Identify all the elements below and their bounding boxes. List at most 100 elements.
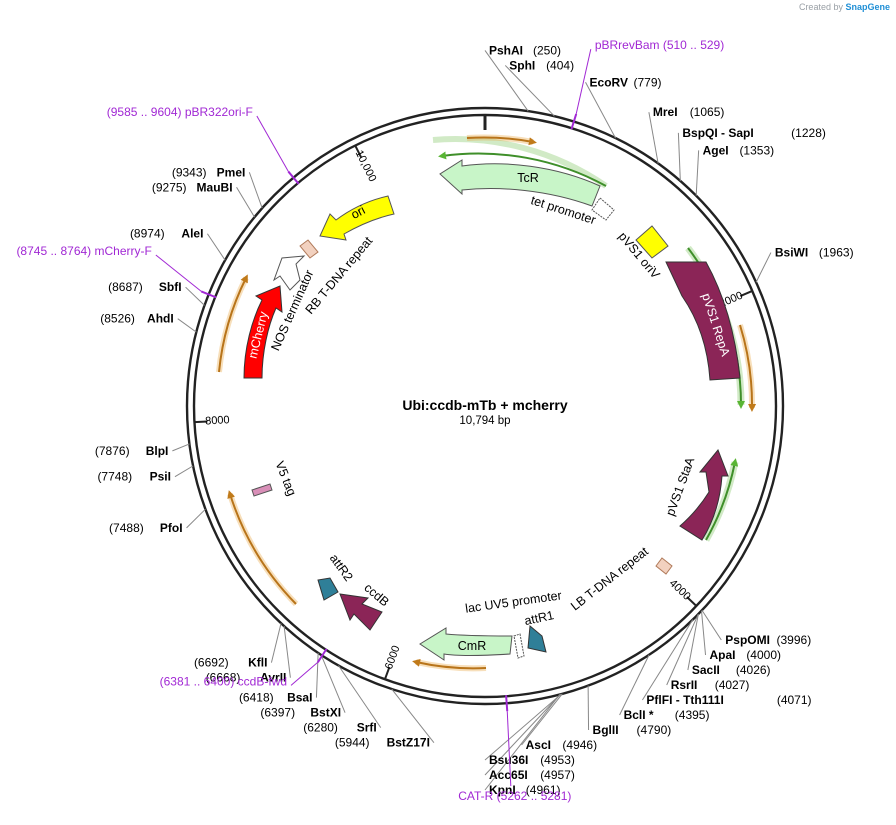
site-name-ahdi[interactable]: AhdI (147, 312, 174, 326)
site-position: (4961) (526, 783, 561, 797)
site-name-bspqi[interactable]: BspQI - SapI (682, 126, 753, 140)
site-name-maubi[interactable]: MauBI (197, 180, 233, 194)
site-position: (4953) (540, 753, 575, 767)
site-line-pspomi (701, 610, 722, 641)
site-name-acc65i[interactable]: Acc65I (489, 768, 528, 782)
site-name-avrii[interactable]: AvrII (260, 671, 286, 685)
site-name-srfi[interactable]: SrfI (357, 721, 377, 735)
primer-line-pbr322ori-f (256, 115, 289, 172)
tcr-feature[interactable] (439, 159, 601, 207)
site-line-sphi (504, 65, 555, 117)
feature-label-cmr: CmR (458, 639, 486, 653)
site-line-kpni (484, 694, 561, 791)
site-line-kfli (270, 623, 282, 663)
primer-mark-mcherry-f (200, 290, 217, 299)
site-line-pmei (248, 172, 263, 209)
left-upper-orange-arc-halo (216, 276, 249, 373)
pvs1-oriv-feature[interactable] (635, 225, 669, 259)
ori-feature[interactable] (319, 195, 395, 241)
site-line-maubi (236, 187, 255, 218)
site-line-ecorv (585, 82, 616, 139)
lac-uv5-promoter-feature[interactable] (513, 633, 525, 659)
primer-label-pbr322ori-f[interactable]: (9585 .. 9604) pBR322ori-F (107, 105, 253, 119)
site-name-sphi[interactable]: SphI (509, 58, 535, 72)
primer-line-pbrrevbam (575, 49, 592, 115)
site-name-alei[interactable]: AleI (181, 227, 203, 241)
site-name-bcli[interactable]: BclI * (624, 708, 654, 722)
rb-t-dna-repeat-feature[interactable] (299, 239, 319, 259)
site-name-pspomi[interactable]: PspOMI (725, 633, 770, 647)
attr1-feature[interactable] (527, 625, 547, 653)
snapgene-brand: SnapGene (845, 2, 890, 12)
site-name-apai[interactable]: ApaI (710, 648, 736, 662)
site-line-blpi (172, 443, 190, 452)
site-name-bstz17i[interactable]: BstZ17I (387, 736, 430, 750)
attr2-feature[interactable] (317, 577, 339, 601)
site-position: (1963) (819, 246, 854, 260)
tick-mark (354, 145, 362, 158)
site-name-pflfi[interactable]: PflFI - Tth111I (646, 693, 723, 707)
site-name-bglii[interactable]: BglII (593, 723, 619, 737)
primer-label-pbrrevbam[interactable]: pBRrevBam (510 .. 529) (595, 38, 724, 52)
site-position: (6418) (239, 691, 274, 705)
nos-terminator-feature[interactable] (273, 255, 306, 291)
site-name-kpni[interactable]: KpnI (489, 783, 516, 797)
mcherry-feature[interactable] (243, 285, 283, 379)
site-position: (5944) (335, 736, 370, 750)
primer-label-ccdb-fwd[interactable]: (6381 .. 6400) ccdB-fwd (160, 674, 287, 688)
feature-label-ccdb: ccdB (361, 581, 391, 610)
tet-promoter-feature[interactable] (591, 197, 615, 221)
site-line-apai (700, 610, 707, 656)
right-orange-arc (739, 324, 757, 412)
site-line-asci (521, 693, 563, 746)
site-position: (6280) (303, 721, 338, 735)
site-name-ecorv[interactable]: EcoRV (590, 75, 628, 89)
feature-label-attr1: attR1 (523, 608, 555, 628)
site-name-pfoi[interactable]: PfoI (160, 521, 183, 535)
v5-tag-feature[interactable] (251, 483, 273, 497)
primer-mark-ccdb-fwd (316, 648, 328, 663)
pvs1-repa-feature[interactable] (665, 261, 741, 381)
primer-group: pBRrevBam (510 .. 529) CAT-R (5262 .. 528… (16, 38, 724, 803)
site-name-pmei[interactable]: PmeI (217, 165, 246, 179)
site-label-group: PshAI(250)SphI(404)EcoRV(779)MreI(1065)B… (95, 43, 854, 797)
site-name-blpi[interactable]: BlpI (146, 444, 169, 458)
site-position: (6668) (206, 671, 241, 685)
ccdb-feature[interactable] (339, 593, 383, 631)
site-line-psii (174, 465, 194, 478)
cmr-feature[interactable] (419, 627, 513, 661)
primer-label-cat-r[interactable]: CAT-R (5262 .. 5281) (458, 789, 571, 803)
site-position: (779) (634, 75, 662, 89)
site-line-acc65i (484, 693, 561, 776)
primer-line-ccdb-fwd (290, 661, 319, 686)
site-name-sacii[interactable]: SacII (692, 663, 720, 677)
primer-label-mcherry-f[interactable]: (8745 .. 8764) mCherry-F (16, 244, 151, 258)
site-name-sbfi[interactable]: SbfI (159, 280, 182, 294)
site-name-asci[interactable]: AscI (526, 738, 551, 752)
site-name-mrei[interactable]: MreI (653, 105, 678, 119)
tick-mark (686, 596, 698, 607)
site-line-agei (695, 150, 700, 196)
site-line-sacii (687, 613, 699, 671)
site-position: (7748) (97, 470, 132, 484)
site-name-bsiwi[interactable]: BsiWI (775, 246, 808, 260)
lb-t-dna-repeat-feature[interactable] (655, 557, 673, 575)
site-position: (4026) (736, 663, 771, 677)
site-name-kfli[interactable]: KflI (248, 656, 267, 670)
site-line-rsrii (666, 613, 699, 686)
left-lower-orange-arc-halo (227, 493, 299, 607)
site-line-bspqi (677, 132, 681, 181)
site-name-psii[interactable]: PsiI (150, 470, 171, 484)
site-name-bstxi[interactable]: BstXI (310, 706, 341, 720)
site-line-bstz17i (391, 688, 435, 743)
site-line-bstxi (320, 654, 346, 713)
site-name-agei[interactable]: AgeI (703, 143, 729, 157)
site-name-bsai[interactable]: BsaI (287, 691, 312, 705)
site-name-bsu36i[interactable]: Bsu36I (489, 753, 528, 767)
site-line-avrii (283, 626, 291, 678)
site-name-pshai[interactable]: PshAI (489, 43, 523, 57)
pvs1-staa-feature[interactable] (679, 449, 729, 541)
site-name-rsrii[interactable]: RsrII (671, 678, 698, 692)
site-line-mrei (648, 112, 659, 164)
site-line-bsu36i (484, 693, 562, 761)
